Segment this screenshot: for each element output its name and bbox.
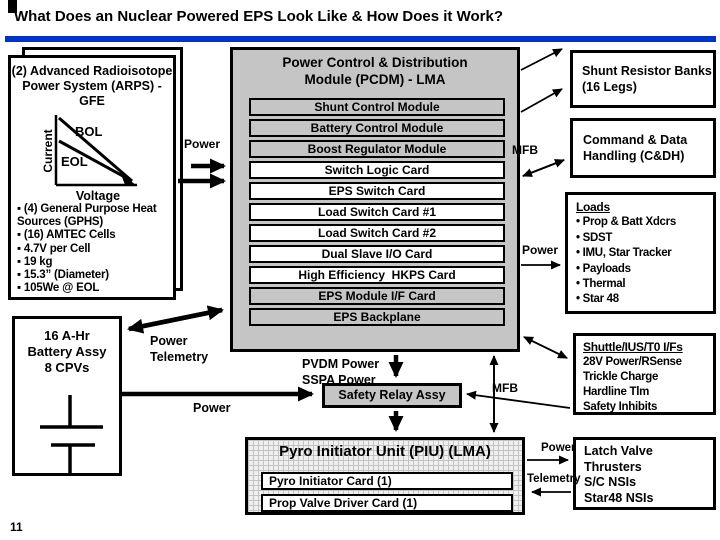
shuttle-interfaces-item: Trickle Charge xyxy=(583,371,659,383)
pcdm-row-dual-slave-io-card: Dual Slave I/O Card xyxy=(249,245,505,263)
shuttle-interfaces-item: Hardline Tlm xyxy=(583,386,650,398)
loads-title: Loads xyxy=(576,200,610,214)
chart-ylabel-current: Current xyxy=(41,129,55,173)
label-mfb-bottom: MFB xyxy=(492,381,518,395)
arps-spec-item: ▪ (4) General Purpose Heat Sources (GPHS… xyxy=(17,203,157,229)
arps-title: (2) Advanced Radioisotope Power System (… xyxy=(11,64,173,108)
chart-xlabel-voltage: Voltage xyxy=(75,189,121,203)
arrow-shuttle-relay-mfb xyxy=(466,390,571,409)
pcdm-box: Power Control & Distribution Module (PCD… xyxy=(230,47,520,352)
battery-symbol-icon xyxy=(40,395,103,475)
shuttle-interfaces-item: Safety Inhibits xyxy=(583,401,658,413)
battery-label-line: 8 CPVs xyxy=(44,360,90,375)
latch-valve-line: Latch Valve xyxy=(584,444,653,458)
loads-item: • SDST xyxy=(576,231,613,244)
arrow-battery-pcdm-power-telemetry xyxy=(127,305,224,334)
label-pvdm-power: PVDM Power xyxy=(302,357,380,371)
loads-item: • Star 48 xyxy=(576,293,619,306)
arps-spec-item: ▪ 105We @ EOL xyxy=(17,282,100,295)
label-power-telemetry: Power Telemetry xyxy=(150,333,208,365)
cdh-label: Command & Data Handling (C&DH) xyxy=(583,133,688,163)
chart-series-eol: EOL xyxy=(61,154,88,169)
latch-valve-thrusters-box: Latch Valve Thrusters S/C NSIs Star48 NS… xyxy=(573,437,716,510)
piu-box: Pyro Initiator Unit (PIU) (LMA) Pyro Ini… xyxy=(245,437,525,515)
pcdm-row-boost-regulator-module: Boost Regulator Module xyxy=(249,140,505,158)
chart-series-bol: BOL xyxy=(75,124,103,139)
pcdm-row-eps-switch-card: EPS Switch Card xyxy=(249,182,505,200)
battery-label-line: Battery Assy xyxy=(27,344,107,359)
arrow-pcdm-shuttle xyxy=(523,336,568,359)
arps-box: (2) Advanced Radioisotope Power System (… xyxy=(8,55,176,300)
arps-spec-item: ▪ 4.7V per Cell xyxy=(17,242,91,255)
safety-relay-assy-label: Safety Relay Assy xyxy=(338,388,446,402)
label-power-loads: Power xyxy=(522,243,559,257)
shuttle-interfaces-box: Shuttle/IUS/T0 I/Fs 28V Power/RSense Tri… xyxy=(573,333,716,415)
shunt-resistor-banks-box: Shunt Resistor Banks (16 Legs) xyxy=(570,50,716,108)
piu-card-pyro-initiator: Pyro Initiator Card (1) xyxy=(261,472,513,490)
latch-valve-line: S/C NSIs xyxy=(584,475,637,489)
loads-item: • Payloads xyxy=(576,262,631,275)
arps-spec-item: ▪ 19 kg xyxy=(17,255,53,268)
pcdm-row-load-switch-card-2: Load Switch Card #2 xyxy=(249,224,505,242)
pcdm-row-load-switch-card-1: Load Switch Card #1 xyxy=(249,203,505,221)
loads-box: Loads • Prop & Batt Xdcrs • SDST • IMU, … xyxy=(565,192,716,314)
label-power-arps: Power xyxy=(184,137,221,151)
shuttle-interfaces-item: 28V Power/RSense xyxy=(583,356,682,368)
arps-spec-item: ▪ (16) AMTEC Cells xyxy=(17,229,116,242)
label-sspa-power: SSPA Power xyxy=(302,373,376,387)
arrow-pcdm-cdh-mfb xyxy=(522,159,565,177)
shunt-resistor-banks-label: Shunt Resistor Banks (16 Legs) xyxy=(582,64,712,94)
arps-spec-list: ▪ (4) General Purpose Heat Sources (GPHS… xyxy=(17,203,175,295)
latch-valve-line: Star48 NSIs xyxy=(584,490,654,505)
battery-assy-box: 16 A-Hr Battery Assy 8 CPVs xyxy=(12,316,122,476)
slide-title: What Does an Nuclear Powered EPS Look Li… xyxy=(14,8,503,25)
pcdm-row-eps-backplane: EPS Backplane xyxy=(249,308,505,326)
arps-spec-item: ▪ 15.3” (Diameter) xyxy=(17,269,109,282)
title-tick-mark xyxy=(8,0,17,13)
pcdm-title: Power Control & Distribution Module (PCD… xyxy=(233,55,517,88)
label-power-telemetry-line2: Telemetry xyxy=(150,350,209,364)
pcdm-row-hkps-card: High Efficiency HKPS Card xyxy=(249,266,505,284)
cdh-box: Command & Data Handling (C&DH) xyxy=(570,118,716,178)
pcdm-title-line1: Power Control & Distribution xyxy=(282,55,468,70)
label-power-piu: Power xyxy=(541,442,576,454)
iv-curve-chart xyxy=(54,115,137,187)
label-power-battery: Power xyxy=(193,401,231,415)
pcdm-row-eps-module-if-card: EPS Module I/F Card xyxy=(249,287,505,305)
pcdm-row-switch-logic-card: Switch Logic Card xyxy=(249,161,505,179)
arrow-pcdm-shunt-resistor-2 xyxy=(520,88,563,113)
loads-item: • IMU, Star Tracker xyxy=(576,247,672,260)
pcdm-row-shunt-control-module: Shunt Control Module xyxy=(249,98,505,116)
arrow-pcdm-shunt-resistor-1 xyxy=(520,48,563,71)
piu-card-prop-valve-driver: Prop Valve Driver Card (1) xyxy=(261,494,513,512)
pcdm-row-battery-control-module: Battery Control Module xyxy=(249,119,505,137)
loads-item: • Prop & Batt Xdcrs xyxy=(576,216,676,229)
label-power-telemetry-line1: Power xyxy=(150,334,188,348)
piu-title: Pyro Initiator Unit (PIU) (LMA) xyxy=(279,443,491,460)
title-divider-rule xyxy=(5,36,716,42)
latch-valve-line: Thrusters xyxy=(584,459,642,474)
page-number: 11 xyxy=(10,520,23,534)
label-mfb-top: MFB xyxy=(512,143,538,157)
pcdm-title-line2: Module (PCDM) - LMA xyxy=(304,71,446,87)
loads-item: • Thermal xyxy=(576,278,626,291)
safety-relay-assy-box: Safety Relay Assy xyxy=(322,383,462,408)
label-telemetry-piu: Telemetry xyxy=(527,473,581,485)
shuttle-interfaces-title: Shuttle/IUS/T0 I/Fs xyxy=(583,340,683,354)
battery-label-line: 16 A-Hr xyxy=(44,328,90,343)
